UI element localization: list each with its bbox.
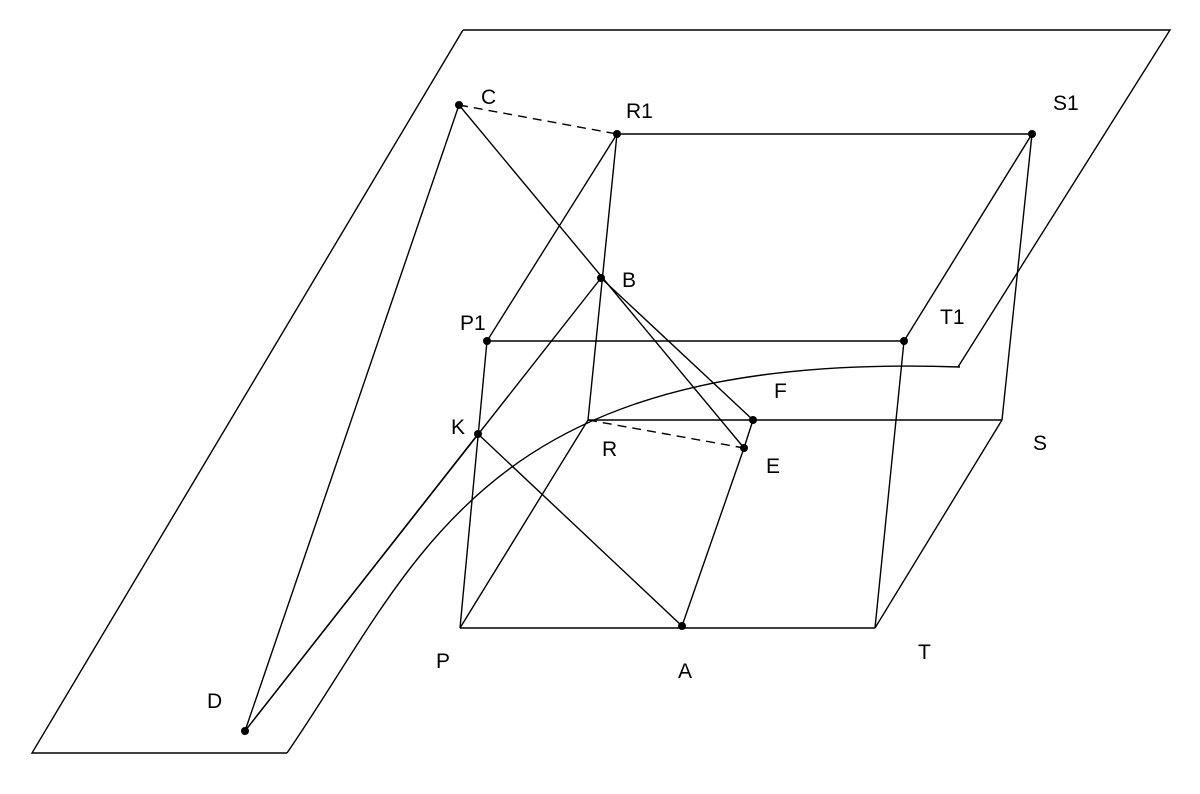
edge-a-e [681, 447, 745, 627]
label-r: R [602, 438, 617, 461]
label-f: F [774, 380, 787, 403]
label-k: K [451, 416, 465, 439]
point-f [749, 416, 757, 424]
label-b: B [622, 269, 636, 292]
edge-e-f [743, 419, 754, 449]
edge-t1-s1 [903, 133, 1033, 342]
edge-p-r [459, 419, 589, 629]
point-c [455, 101, 463, 109]
point-e [740, 444, 748, 452]
label-c: C [481, 86, 496, 109]
label-t: T [918, 641, 931, 664]
point-k [474, 430, 482, 438]
edge-t-s [874, 419, 1003, 629]
point-t1 [900, 337, 908, 345]
label-d: D [207, 690, 222, 713]
point-d [241, 727, 249, 735]
point-b [597, 274, 605, 282]
dashed-c-r1 [458, 104, 618, 135]
point-r1 [613, 130, 621, 138]
point-p1 [483, 337, 491, 345]
edge-s-s1 [1001, 133, 1033, 421]
edge-d-b [244, 277, 602, 732]
edge-t-t1 [874, 340, 905, 629]
label-p1: P1 [460, 312, 486, 335]
label-a: A [678, 660, 692, 683]
label-p: P [436, 650, 450, 673]
edge-d-c [244, 104, 460, 732]
edge-k-a [477, 433, 683, 627]
edge-p-p1 [459, 340, 488, 629]
point-s1 [1028, 130, 1036, 138]
edge-p1-r1 [486, 133, 618, 342]
label-e: E [766, 455, 780, 478]
edge-b-f [600, 277, 754, 421]
dashed-r-e [587, 419, 745, 449]
plane-outline [30, 29, 1172, 754]
curve-d-to-plane [286, 365, 961, 754]
label-t1: T1 [940, 306, 965, 329]
label-s: S [1033, 432, 1047, 455]
point-a [678, 622, 686, 630]
label-r1: R1 [626, 100, 653, 123]
label-s1: S1 [1053, 92, 1079, 115]
